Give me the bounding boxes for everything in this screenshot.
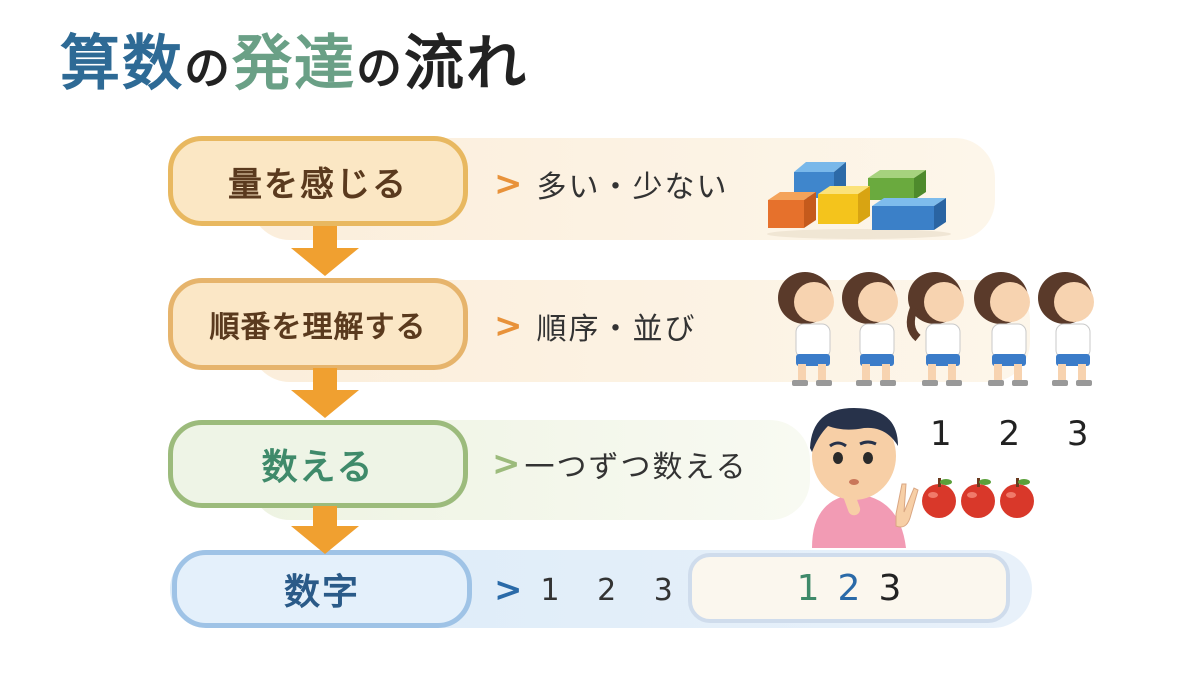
chevron-right-icon: > — [494, 306, 525, 346]
thinking-boy-icon — [810, 408, 919, 548]
apples-icon — [922, 478, 1034, 518]
stage-desc-text: 順序・並び — [536, 312, 697, 347]
chevron-right-icon: > — [494, 570, 523, 610]
chevron-right-icon: > — [492, 444, 523, 484]
counting-numbers: 1 2 3 — [930, 414, 1107, 454]
stage-desc-text: 1 2 3 — [540, 572, 687, 608]
stage-box-understand-order: 順番を理解する — [168, 278, 468, 370]
numeral-card: 1 2 3 — [688, 553, 1010, 623]
stage-label: 順番を理解する — [209, 310, 427, 345]
stage2-description: > 順序・並び — [494, 304, 697, 348]
stage1-description: > 多い・少ない — [494, 162, 729, 206]
stage-desc-text: 一つずつ数える — [524, 450, 748, 485]
down-arrow-icon — [291, 226, 359, 276]
title-part-sansu: 算数 — [60, 29, 184, 99]
title-part-hattatsu: 発達 — [232, 29, 356, 99]
children-in-line-icon — [778, 272, 1094, 386]
title-part-no-2: の — [356, 41, 404, 95]
numeral-three: 3 — [878, 567, 902, 609]
title-part-nagare: 流れ — [404, 29, 528, 99]
stage-label: 数える — [261, 447, 375, 488]
numeral-two: 2 — [837, 567, 879, 609]
stage-box-count: 数える — [168, 420, 468, 508]
stage3-description: > 一つずつ数える — [492, 442, 748, 486]
stage-box-feel-quantity: 量を感じる — [168, 136, 468, 226]
stage-label: 量を感じる — [228, 164, 408, 205]
stage-desc-text: 多い・少ない — [536, 170, 729, 205]
page-title: 算数の発達の流れ — [60, 24, 528, 108]
chevron-right-icon: > — [494, 164, 525, 204]
title-part-no-1: の — [184, 41, 232, 95]
numeral-one: 1 — [796, 567, 838, 609]
down-arrow-icon — [291, 368, 359, 418]
toy-blocks-icon — [767, 162, 951, 239]
down-arrow-icon — [291, 506, 359, 554]
stage-box-numerals: 数字 — [172, 550, 472, 628]
stage4-description: > 1 2 3 — [494, 570, 687, 610]
stage-label: 数字 — [283, 572, 360, 613]
